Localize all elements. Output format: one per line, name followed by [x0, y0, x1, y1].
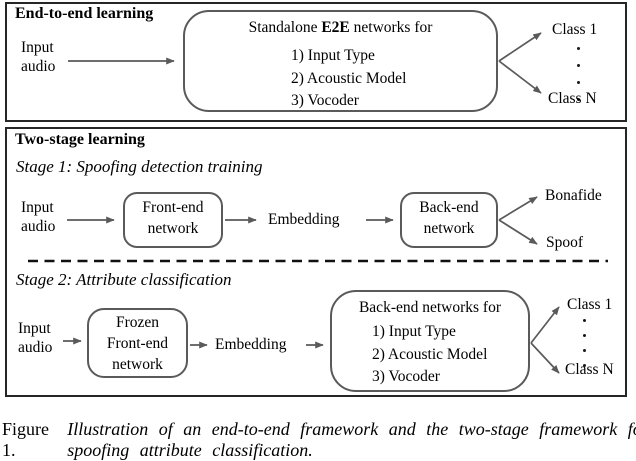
embedding-label-stage2: Embedding: [215, 336, 287, 353]
stage2-label: Stage 2: Attribute classification: [16, 270, 232, 289]
backend-item-acoustic-model: 2) Acoustic Model: [372, 345, 488, 363]
arrow-backend-networks-to-class1: [530, 306, 560, 344]
figure-caption: Figure 1. Illustration of an end-to-end …: [2, 419, 636, 461]
e2e-box-heading: Standalone E2E networks for: [248, 19, 433, 36]
backend-network-box: Back-end network: [400, 192, 498, 248]
figure-caption-number: Figure 1.: [2, 419, 49, 460]
class-n-label-e2e: Class N: [548, 90, 597, 107]
class-1-label-stage2: Class 1: [567, 296, 613, 313]
arrow-backend-networks-to-classN: [530, 342, 560, 374]
frontend-network-box: Front-end network: [123, 192, 223, 248]
connector-arrows-layer: [28, 32, 608, 374]
bonafide-label: Bonafide: [545, 187, 602, 204]
backend-networks-heading: Back-end networks for: [358, 299, 502, 316]
ellipsis-dots-stage2: [583, 319, 586, 367]
two-stage-title: Two-stage learning: [15, 131, 145, 148]
input-audio-label-e2e: Input audio: [21, 39, 56, 75]
class-n-label-stage2: Class N: [565, 361, 614, 378]
stage1-label: Stage 1: Spoofing detection training: [16, 157, 263, 176]
e2e-item-input-type: 1) Input Type: [291, 47, 375, 64]
end-to-end-title: End-to-end learning: [15, 5, 154, 22]
end-to-end-panel: [5, 2, 627, 122]
input-audio-label-stage2: Input audio: [18, 320, 53, 356]
frozen-frontend-network-box: Frozen Front-end network: [87, 308, 188, 378]
two-stage-panel: [5, 127, 627, 397]
arrow-e2e-to-class1: [498, 32, 542, 62]
figure-caption-text: Illustration of an end-to-end framework …: [67, 419, 636, 460]
arrow-e2e-to-classN: [498, 60, 542, 94]
class-1-label-e2e: Class 1: [552, 21, 598, 38]
e2e-item-vocoder: 3) Vocoder: [291, 92, 359, 109]
backend-item-vocoder: 3) Vocoder: [372, 368, 440, 385]
spoof-label: Spoof: [546, 234, 584, 251]
e2e-networks-box: Standalone E2E networks for 1) Input Typ…: [183, 10, 498, 112]
arrow-backend-to-bonafide: [498, 196, 538, 221]
embedding-label-stage1: Embedding: [268, 211, 340, 228]
backend-item-input-type: 1) Input Type: [372, 323, 456, 340]
e2e-item-acoustic-model: 2) Acoustic Model: [291, 69, 407, 87]
backend-networks-box: Back-end networks for 1) Input Type 2) A…: [330, 290, 530, 392]
arrow-backend-to-spoof: [498, 219, 538, 245]
ellipsis-dots-e2e: [577, 47, 580, 101]
input-audio-label-stage1: Input audio: [21, 199, 56, 235]
